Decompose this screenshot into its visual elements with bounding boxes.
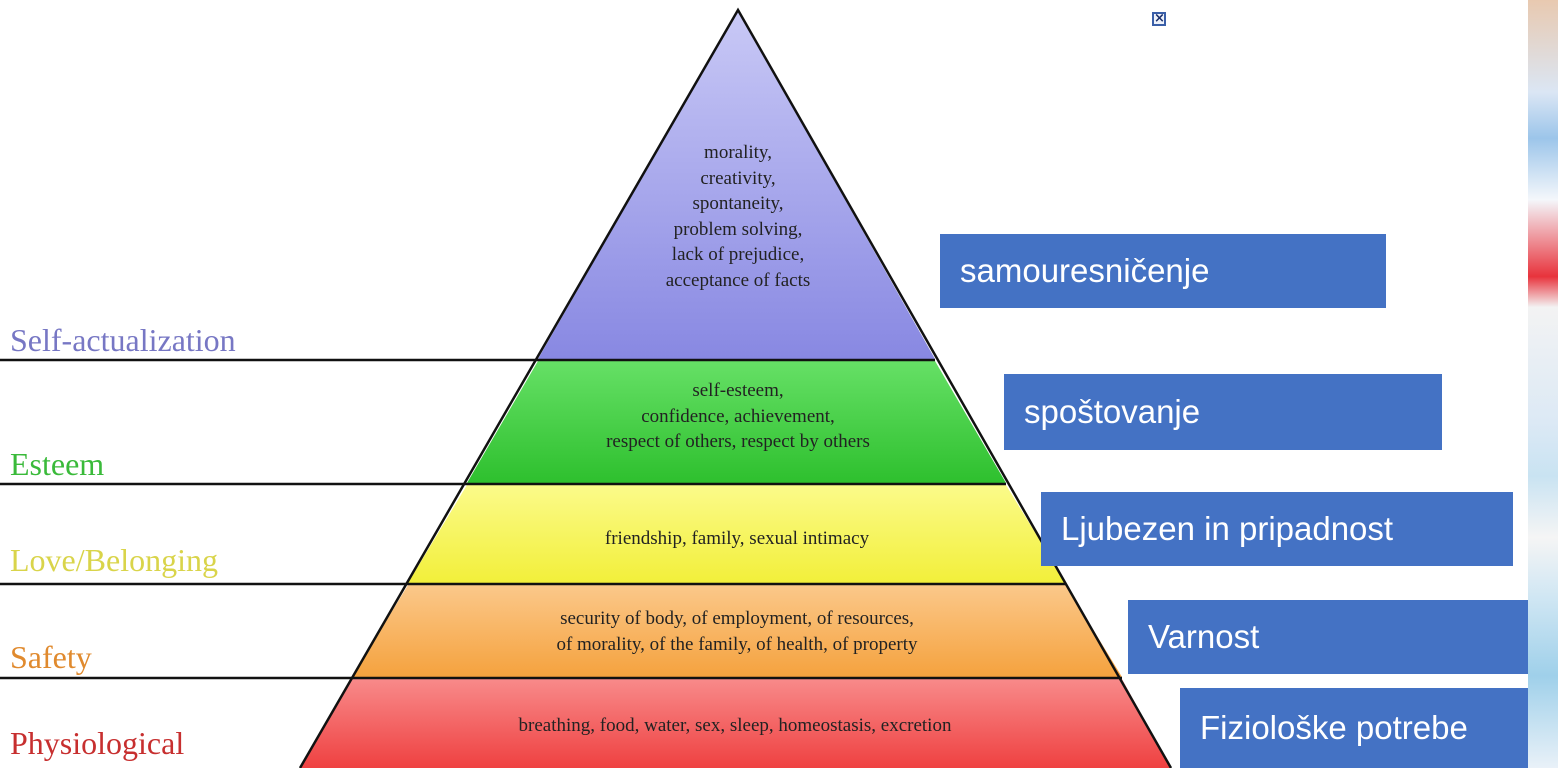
tier-text-line: of morality, of the family, of health, o… [556, 633, 918, 655]
tier-text-safety: security of body, of employment, of reso… [440, 606, 1034, 657]
tier-text-line: spontaneity, [692, 193, 784, 214]
tier-text-line: self-esteem, [692, 380, 784, 401]
background-image-strip [1528, 0, 1558, 768]
tier-self-actualization-shape [538, 10, 935, 359]
label-box-samouresnicenje: samouresničenje [940, 234, 1386, 308]
tier-text-physiological: breathing, food, water, sex, sleep, home… [380, 713, 1090, 739]
label-box-spostovanje: spoštovanje [1004, 374, 1442, 450]
pyramid-outline [298, 7, 1173, 768]
level-label-love: Love/Belonging [10, 542, 218, 578]
label-box-fizioloske-potrebe: Fiziološke potrebe [1180, 688, 1558, 768]
tier-text-line: lack of prejudice, [671, 244, 805, 265]
tier-text-esteem: self-esteem, confidence, achievement, re… [520, 378, 956, 455]
label-box-ljubezen-in-pripadnost: Ljubezen in pripadnost [1041, 492, 1513, 566]
tier-text-line: confidence, achievement, [641, 405, 835, 427]
tier-text-line: friendship, family, sexual intimacy [604, 528, 870, 549]
level-label-esteem: Esteem [10, 446, 105, 482]
tier-text-love: friendship, family, sexual intimacy [480, 526, 994, 552]
tier-text-line: security of body, of employment, of reso… [560, 608, 914, 629]
tier-text-line: creativity, [700, 167, 776, 189]
tier-safety-shape [352, 585, 1122, 677]
tier-text-line: morality, [704, 142, 772, 163]
tier-text-line: problem solving, [673, 218, 803, 240]
level-label-self-actualization: Self-actualization [10, 322, 236, 358]
level-label-physiological: Physiological [10, 725, 185, 761]
tier-text-line: respect of others, respect by others [606, 431, 870, 452]
label-box-varnost: Varnost [1128, 600, 1558, 674]
tier-love-shape [408, 485, 1066, 583]
tier-physiological-shape [300, 679, 1171, 768]
tier-text-line: breathing, food, water, sex, sleep, home… [518, 715, 952, 736]
tier-text-line: acceptance of facts [665, 269, 811, 291]
level-label-safety: Safety [10, 639, 92, 675]
close-icon[interactable]: × [1152, 11, 1166, 26]
tier-esteem-shape [467, 361, 1006, 483]
tier-text-self-actualization: morality, creativity, spontaneity, probl… [588, 140, 888, 293]
